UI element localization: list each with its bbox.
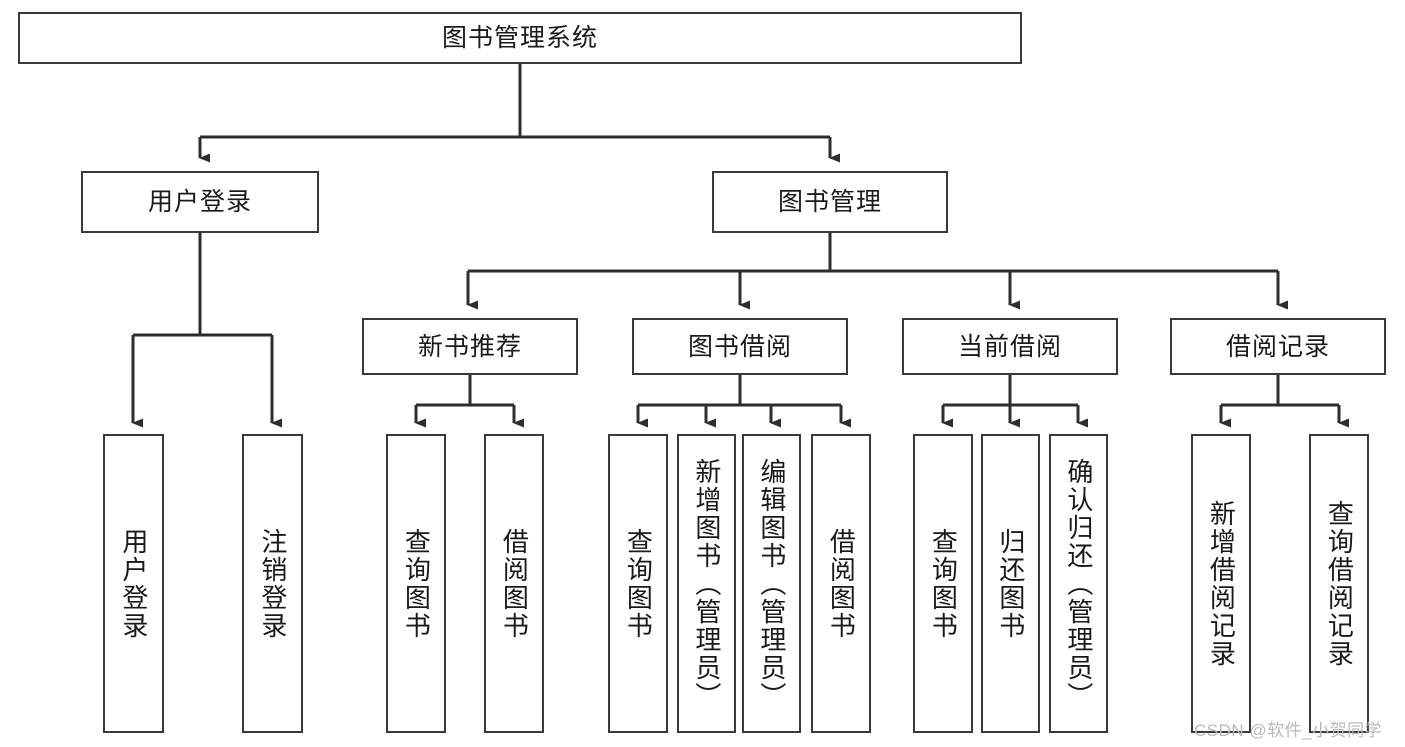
node-label: 借阅记录 [1225, 332, 1330, 361]
csdn-watermark: CSDN @软件_小贺同学 [1194, 721, 1383, 740]
node-borrow-record[interactable]: 借阅记录 [1170, 318, 1386, 375]
node-new-book-recommend[interactable]: 新书推荐 [362, 318, 578, 375]
node-label: 确认归还（管理员） [1063, 457, 1094, 710]
node-root-system[interactable]: 图书管理系统 [18, 12, 1022, 64]
leaf-borrow-borrow-book[interactable]: 借阅图书 [811, 434, 871, 733]
node-label: 图书管理系统 [441, 24, 598, 52]
node-label: 图书管理 [777, 188, 882, 216]
leaf-current-query-book[interactable]: 查询图书 [913, 434, 973, 733]
node-label: 借阅图书 [499, 527, 530, 640]
node-label: 借阅图书 [826, 527, 857, 640]
node-user-login[interactable]: 用户登录 [81, 171, 319, 233]
node-label: 新增借阅记录 [1206, 499, 1237, 668]
leaf-record-query-record[interactable]: 查询借阅记录 [1309, 434, 1369, 733]
node-book-borrow[interactable]: 图书借阅 [632, 318, 848, 375]
node-label: 查询图书 [623, 527, 654, 640]
leaf-user-login-signout[interactable]: 注销登录 [242, 434, 303, 733]
leaf-record-add-record[interactable]: 新增借阅记录 [1191, 434, 1251, 733]
node-label: 注销登录 [257, 527, 288, 640]
leaf-user-login-signin[interactable]: 用户登录 [103, 434, 164, 733]
leaf-borrow-add-book-admin[interactable]: 新增图书（管理员） [677, 434, 736, 733]
node-label: 新书推荐 [417, 332, 522, 361]
node-label: 用户登录 [147, 188, 252, 216]
node-book-management[interactable]: 图书管理 [712, 171, 948, 233]
node-label: 编辑图书（管理员） [756, 457, 787, 710]
leaf-recommend-query-book[interactable]: 查询图书 [386, 434, 446, 733]
node-label: 用户登录 [118, 527, 149, 640]
node-label: 归还图书 [995, 527, 1026, 640]
leaf-current-confirm-return-admin[interactable]: 确认归还（管理员） [1049, 434, 1108, 733]
leaf-borrow-query-book[interactable]: 查询图书 [608, 434, 668, 733]
leaf-borrow-edit-book-admin[interactable]: 编辑图书（管理员） [742, 434, 801, 733]
node-label: 查询图书 [928, 527, 959, 640]
node-label: 新增图书（管理员） [691, 457, 722, 710]
node-label: 查询借阅记录 [1324, 499, 1355, 668]
node-current-borrow[interactable]: 当前借阅 [902, 318, 1118, 375]
node-label: 图书借阅 [687, 332, 792, 361]
leaf-recommend-borrow-book[interactable]: 借阅图书 [484, 434, 544, 733]
leaf-current-return-book[interactable]: 归还图书 [981, 434, 1040, 733]
node-label: 当前借阅 [957, 332, 1062, 361]
node-label: 查询图书 [401, 527, 432, 640]
